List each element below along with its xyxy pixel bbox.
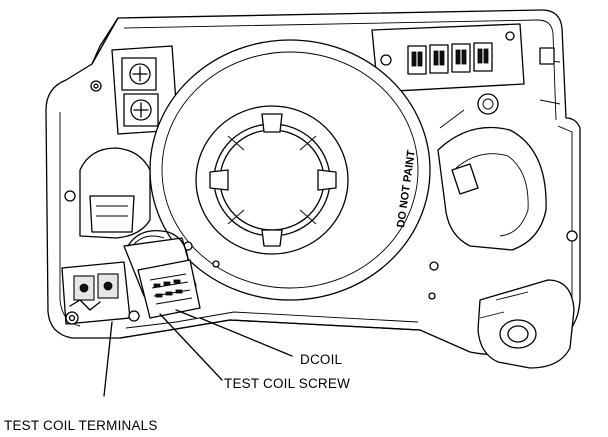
mounting-bracket-right (428, 230, 578, 369)
dcoil-leader (199, 317, 293, 357)
sensor-ring (149, 39, 431, 301)
terminal-block (371, 23, 525, 93)
dcoil-module (123, 229, 201, 319)
dcoil-label: DCOIL (300, 352, 343, 367)
sample-tube-left (64, 147, 193, 251)
housing-bottom-inner (125, 311, 419, 329)
test-coil-terminals (61, 261, 140, 325)
test-coil-terminals-leader (103, 321, 113, 397)
test-coil-terminals-label: TEST COIL TERMINALS (4, 418, 158, 433)
dcoil-arrow-tip (175, 309, 197, 319)
housing-bottom-edge (119, 319, 421, 339)
test-coil-screw-leader (159, 313, 223, 381)
sample-tube-right (437, 93, 547, 251)
test-coil-screw-label: TEST COIL SCREW (224, 376, 350, 391)
callout-leaders (103, 309, 293, 397)
